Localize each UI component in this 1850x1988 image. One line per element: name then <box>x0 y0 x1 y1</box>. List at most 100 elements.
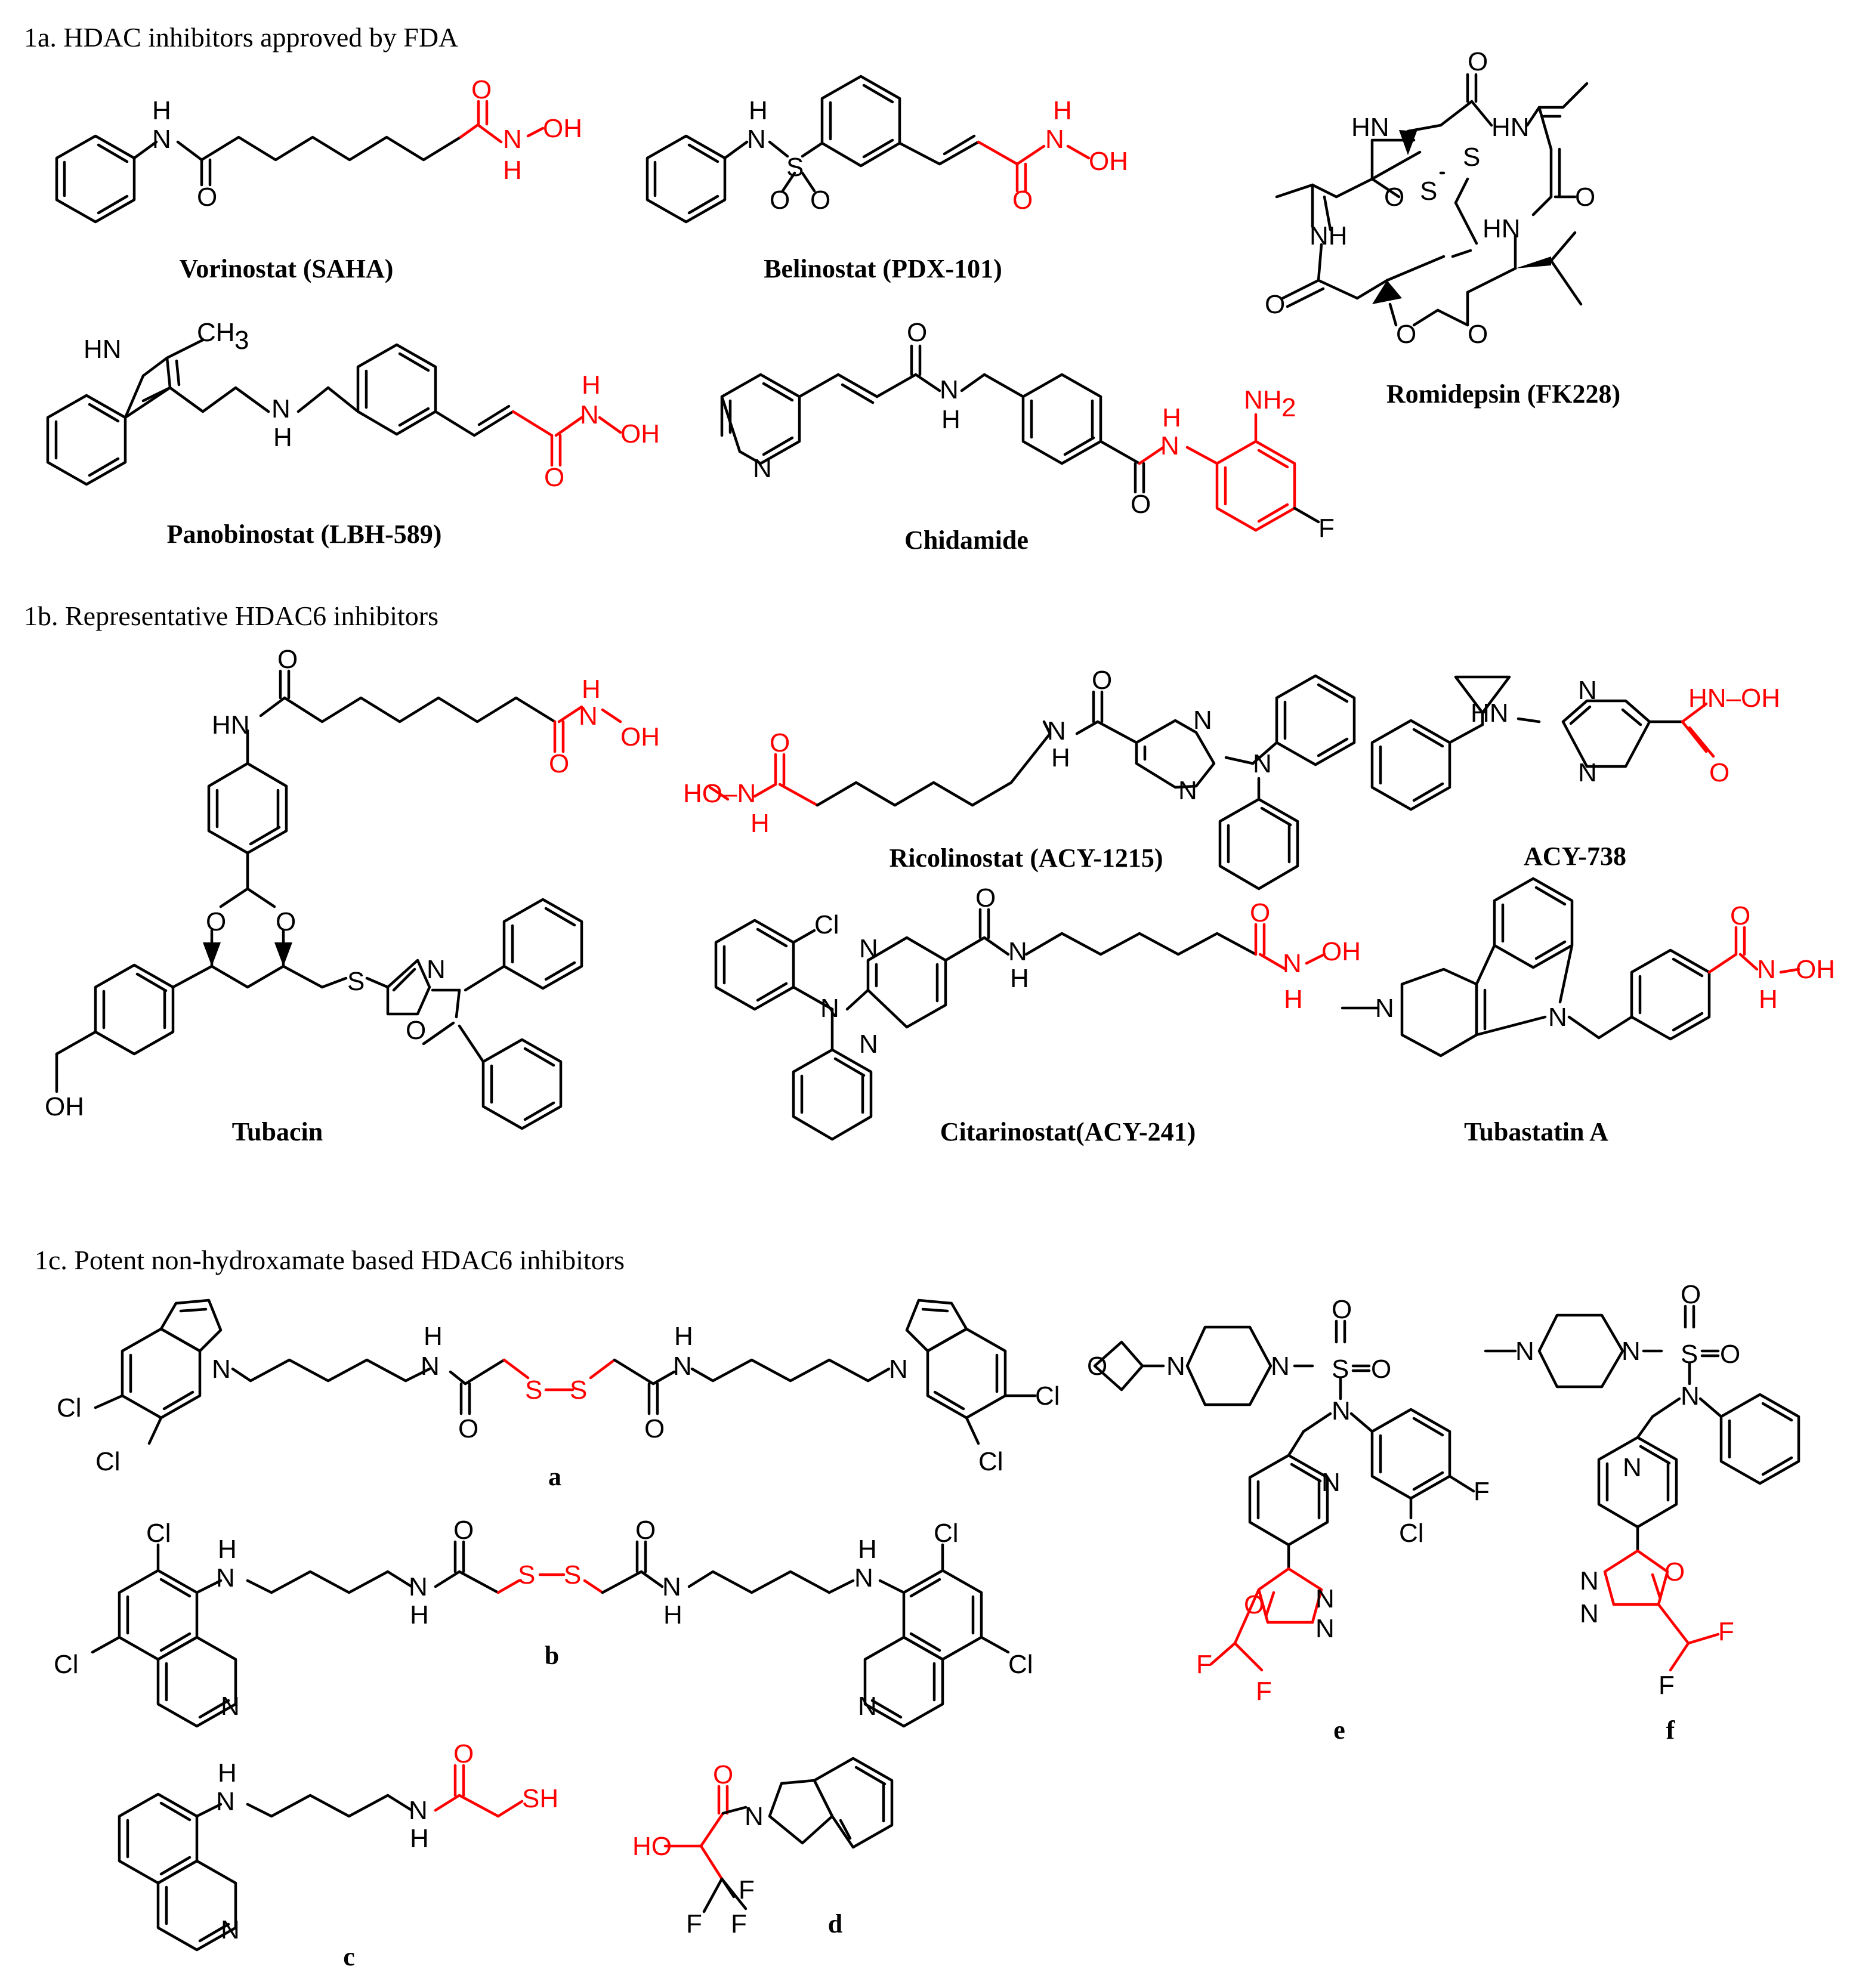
tubacin-amide-nh: HN <box>212 710 250 740</box>
compound-e-oxadiazole-n2: N <box>1315 1614 1335 1643</box>
compound-b-amine-h2: H <box>858 1535 877 1564</box>
compound-a-s1: S <box>525 1375 542 1405</box>
compound-d-isoindoline-n: N <box>745 1802 764 1831</box>
belinostat-structure <box>646 75 1091 224</box>
compound-b-cl4: Cl <box>1008 1650 1033 1679</box>
panobinostat-hydroxamate-n: N <box>580 400 599 429</box>
compound-b-s2: S <box>564 1560 581 1590</box>
tubastatin-a-hydroxamate-n: N <box>1757 955 1776 984</box>
citarinostat-amide-o: O <box>975 883 996 913</box>
citarinostat-chloro: Cl <box>814 910 839 939</box>
chidamide-amino: NH <box>1244 385 1282 415</box>
belinostat-carbonyl-o: O <box>1012 185 1033 215</box>
compound-e-oxadiazole-n1: N <box>1315 1584 1335 1613</box>
tubacin-oxazole-n: N <box>427 955 446 984</box>
tubastatin-a-indole-n: N <box>1548 1003 1567 1032</box>
compound-e-oxetane-o: O <box>1087 1352 1107 1381</box>
compound-c-amine-n: N <box>216 1787 235 1816</box>
compound-b-amide-o2: O <box>635 1516 656 1545</box>
chidamide-benzamide-o: O <box>1131 490 1151 519</box>
compound-c-thiol: SH <box>522 1784 558 1813</box>
compound-a-amide-n1: N <box>421 1352 440 1381</box>
compound-b-amide-n1: N <box>409 1572 428 1601</box>
compound-a-cl1: Cl <box>57 1393 82 1423</box>
compound-d-f2: F <box>686 1909 702 1938</box>
compound-c-quinoline-n: N <box>221 1915 240 1944</box>
compound-name-romidepsin: Romidepsin (FK228) <box>1386 379 1620 409</box>
romidepsin-o2: O <box>1384 183 1404 212</box>
tubacin-hydroxyl: OH <box>45 1092 84 1121</box>
section-title-1b: 1b. Representative HDAC6 inhibitors <box>24 601 438 631</box>
compound-c-amine-h: H <box>218 1758 237 1788</box>
compound-d-f1: F <box>739 1875 755 1904</box>
compound-a-cl4: Cl <box>978 1447 1003 1476</box>
compound-b-structure <box>91 1540 1010 1728</box>
compound-b-cl2: Cl <box>54 1650 79 1679</box>
chidamide-structure <box>720 344 1320 532</box>
ricolinostat-carbonyl-o: O <box>770 728 790 758</box>
acy-738-carbonyl-o: O <box>1709 758 1729 787</box>
vorinostat-carbonyl-o: O <box>197 183 217 212</box>
chidamide-amide-h: H <box>941 405 960 434</box>
tubacin-dioxane-o1: O <box>206 907 226 936</box>
section-title-1a: 1a. HDAC inhibitors approved by FDA <box>24 22 458 52</box>
romidepsin-nh1: HN <box>1351 113 1389 142</box>
acy-738-amine-hn: HN <box>1471 698 1509 728</box>
compound-f-sulfur: S <box>1681 1340 1698 1369</box>
romidepsin-o5: O <box>1468 320 1488 349</box>
compound-a-structure <box>94 1298 1037 1445</box>
romidepsin-o4: O <box>1265 290 1285 319</box>
ricolinostat-structure <box>708 674 1356 891</box>
belinostat-sulfonyl-o2: O <box>810 185 830 215</box>
compound-name-tubastatin-a: Tubastatin A <box>1464 1117 1608 1146</box>
panobinostat-amine-n: N <box>271 394 291 423</box>
compound-e-oxadiazole-o: O <box>1244 1590 1264 1619</box>
compound-f-piperazine-n2: N <box>1622 1337 1641 1366</box>
compound-f-oxadiazole-o: O <box>1664 1557 1685 1587</box>
tubastatin-a-hydroxamate-h: H <box>1759 985 1778 1014</box>
citarinostat-hydroxamate-oh: OH <box>1321 937 1361 966</box>
compound-f-structure <box>1484 1304 1800 1672</box>
chidamide-amino-sub: 2 <box>1281 393 1296 422</box>
acy-738-pyrimidine-n1: N <box>1578 676 1597 705</box>
compound-a-amide-h1: H <box>424 1322 443 1351</box>
tubastatin-a-hydroxamate-oh: OH <box>1796 955 1835 984</box>
compound-f-sulfonyl-o1: O <box>1681 1280 1701 1309</box>
compound-e-f1: F <box>1196 1650 1212 1679</box>
ricolinostat-amide-n: N <box>1047 716 1066 746</box>
compound-a-cl2: Cl <box>95 1447 121 1476</box>
panobinostat-hydroxamate-oh: OH <box>620 419 660 449</box>
vorinostat-amide-n: N <box>152 125 171 154</box>
compound-b-quinoline-n1: N <box>221 1692 240 1721</box>
romidepsin-nh4: HN <box>1483 214 1521 243</box>
panobinostat-carbonyl-o: O <box>544 463 564 492</box>
ricolinostat-hydroxamate-h: H <box>750 809 770 838</box>
romidepsin-s1: S <box>1463 143 1480 172</box>
romidepsin-s2: S <box>1420 177 1437 206</box>
compound-f-piperazine-n1: N <box>1515 1337 1534 1366</box>
panobinostat-methyl: CH <box>197 318 235 347</box>
compound-a-amide-h2: H <box>674 1322 693 1351</box>
compound-name-belinostat: Belinostat (PDX-101) <box>764 254 1002 283</box>
ricolinostat-amide-o: O <box>1092 666 1112 695</box>
compound-e-sulfur: S <box>1332 1355 1349 1384</box>
tubacin-hydroxamate-h: H <box>582 675 601 704</box>
acy-738-structure <box>1370 675 1715 811</box>
compound-label-d: d <box>828 1909 842 1938</box>
compound-d-structure <box>663 1757 894 1913</box>
chidamide-fluoro: F <box>1318 514 1335 543</box>
ricolinostat-pyrimidine-n1: N <box>1193 706 1212 735</box>
vorinostat-structure <box>55 100 545 224</box>
romidepsin-nh2: HN <box>1491 113 1530 142</box>
citarinostat-hydroxamate-n: N <box>1283 949 1302 978</box>
citarinostat-carbonyl-o: O <box>1250 898 1270 927</box>
tubacin-amide-o: O <box>277 645 298 674</box>
panobinostat-methyl-sub: 3 <box>234 326 249 355</box>
section-title-1c: 1c. Potent non-hydroxamate based HDAC6 i… <box>35 1245 625 1275</box>
compound-f-f1: F <box>1718 1617 1734 1646</box>
chidamide-pyridine-n: N <box>753 454 772 483</box>
compound-b-amide-n2: N <box>662 1572 681 1601</box>
tubastatin-a-structure <box>1341 877 1800 1058</box>
compound-b-cl3: Cl <box>934 1519 959 1548</box>
panobinostat-amine-h: H <box>273 423 292 452</box>
